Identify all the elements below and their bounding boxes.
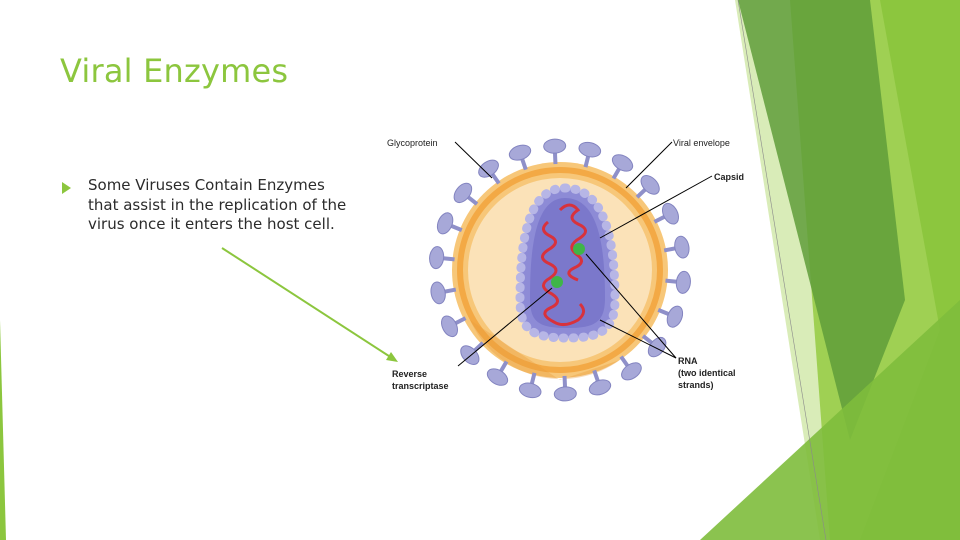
glycoprotein-head (640, 175, 660, 195)
glycoprotein-head (553, 386, 577, 402)
label-rt-line2: transcriptase (392, 381, 449, 391)
glycoprotein-head (578, 141, 602, 158)
glycoprotein-head (543, 138, 567, 154)
glycoprotein-head (429, 246, 445, 270)
label-rt-line1: Reverse (392, 369, 427, 379)
glycoprotein-head (518, 382, 542, 399)
glycoprotein-head (674, 235, 690, 259)
glycoprotein-head (666, 305, 684, 328)
rna-strand-2 (541, 220, 585, 327)
glycoprotein-head (478, 159, 499, 178)
glycoprotein-head (508, 144, 532, 161)
green-pointer-arrow (221, 247, 393, 359)
glycoprotein-leader (454, 141, 493, 179)
viral-envelope-ring (457, 167, 663, 373)
left-edge-green (0, 320, 6, 540)
glycoprotein-head (453, 182, 473, 204)
envelope-shadow (470, 320, 620, 380)
glycoprotein-head (621, 362, 642, 381)
glycoprotein-head (441, 315, 459, 338)
glycoprotein-head (611, 154, 634, 172)
dark-green-panel (738, 0, 905, 440)
bullet-text: Some Viruses Contain Enzymes that assist… (88, 176, 347, 233)
bullet-arrow-icon (62, 182, 71, 194)
glycoprotein-spikes (429, 138, 691, 402)
reverse-transcriptase-enzyme-2 (551, 276, 563, 288)
glycoprotein-head (486, 368, 509, 386)
rna-leader-1 (585, 253, 677, 359)
reverse-transcriptase-enzyme-1 (573, 243, 585, 255)
label-capsid: Capsid (714, 172, 744, 182)
glycoprotein-head (430, 281, 446, 305)
glycoprotein-head (661, 202, 679, 225)
panel-edge-line (737, 0, 827, 540)
envelope-leader (625, 141, 673, 189)
bullet-list: Some Viruses Contain Enzymes that assist… (62, 176, 362, 235)
label-viral-envelope: Viral envelope (673, 138, 730, 148)
glycoprotein-head (436, 212, 454, 235)
label-rna-line3: strands) (678, 380, 714, 390)
slide-title: Viral Enzymes (60, 52, 289, 90)
bottom-green-panel (700, 300, 960, 540)
glycoprotein-head (675, 270, 691, 294)
green-arrowhead-icon (386, 352, 398, 362)
capsid-leader (599, 175, 713, 239)
rna-leader-2 (599, 319, 677, 359)
label-glycoprotein: Glycoprotein (387, 138, 438, 148)
label-rna-line1: RNA (678, 356, 698, 366)
label-rna-line2: (two identical (678, 368, 736, 378)
rna-strand-1 (558, 203, 587, 282)
glycoprotein-head (588, 379, 612, 396)
rt-leader-1 (457, 287, 553, 367)
